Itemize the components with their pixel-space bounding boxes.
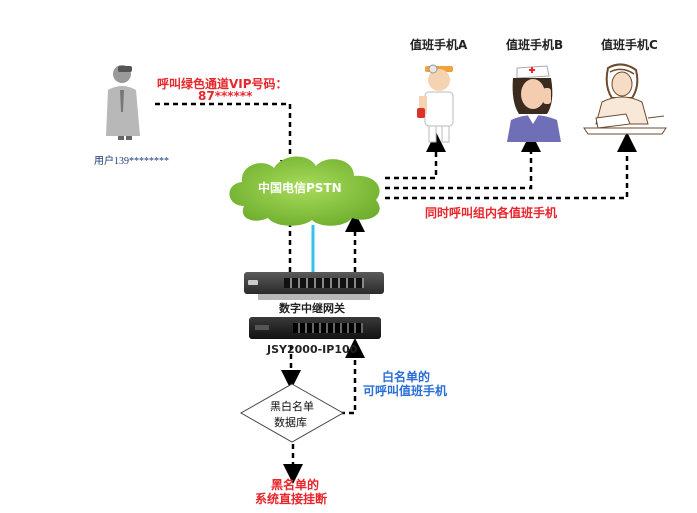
- cloud-icon: [229, 156, 380, 226]
- pstn-label: 中国电信PSTN: [258, 181, 342, 195]
- trunk-gateway-rack-top: [258, 294, 370, 300]
- blacklist-database: 黑白名单 数据库: [239, 383, 345, 443]
- db-to-whitelist-line: [340, 338, 365, 415]
- blacklist-line1: 黑名单的: [271, 478, 320, 492]
- phone-a-label: 值班手机A: [410, 38, 468, 52]
- whitelist-line1: 白名单的: [382, 370, 431, 384]
- phone-b-label: 值班手机B: [506, 38, 564, 52]
- pstn-cloud: 中国电信PSTN: [222, 148, 390, 228]
- db-line1: 黑白名单: [270, 400, 314, 413]
- blacklist-line2: 系统直接挂断: [255, 492, 328, 506]
- gateway-model: JSY2000-IP100: [267, 343, 358, 356]
- whitelist-line2: 可呼叫值班手机: [363, 384, 448, 398]
- caller-to-pstn-line: [155, 102, 300, 180]
- ip100-device: [249, 317, 381, 339]
- gateway-label: 数字中继网关: [277, 300, 347, 316]
- db-line2: 数据库: [274, 416, 307, 429]
- phone-user-icon: [98, 62, 150, 140]
- trunk-gateway-device: [244, 272, 384, 294]
- pstn-to-phone-c-line: [385, 132, 637, 200]
- caller-call-line2: 87******: [198, 89, 253, 103]
- ring-group-label: 同时呼叫组内各值班手机: [425, 206, 558, 220]
- phone-c-label: 值班手机C: [601, 38, 658, 52]
- nurse-icon: [503, 62, 567, 142]
- doctor-icon: [417, 60, 461, 144]
- operator-icon: [582, 58, 668, 140]
- caller-label: 用户139********: [94, 156, 169, 167]
- pstn-to-phone-b-line: [385, 132, 541, 190]
- caller-call-line1: 呼叫绿色通道VIP号码：: [157, 77, 288, 91]
- pstn-to-phone-a-line: [385, 132, 446, 180]
